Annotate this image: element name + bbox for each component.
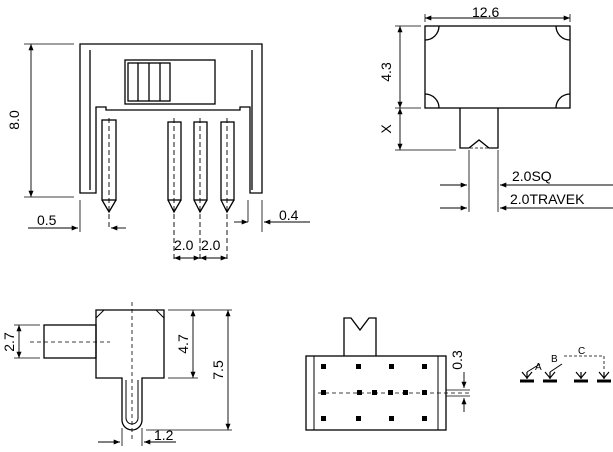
side-pitch-left-label: 2.0	[174, 237, 194, 253]
end-overall-height-label: 7.5	[210, 360, 226, 380]
side-height-label: 8.0	[6, 110, 22, 130]
side-left-offset-label: 0.5	[37, 212, 57, 228]
schematic	[520, 355, 611, 383]
end-body-height-label: 4.7	[175, 334, 191, 354]
top-body-height-label: 4.3	[378, 62, 394, 82]
side-right-offset-label: 0.4	[279, 207, 299, 223]
schematic-label-b: B	[551, 354, 558, 365]
side-pins	[101, 119, 235, 214]
top-actuator	[459, 108, 499, 149]
top-travel-label: 2.0TRAVEK	[510, 191, 585, 207]
end-body	[95, 309, 165, 431]
side-pitch-right-label: 2.0	[201, 237, 221, 253]
schematic-label-c: C	[578, 346, 585, 357]
schematic-label-a: A	[535, 362, 542, 373]
side-slider-window	[124, 59, 216, 105]
top-extension-label: X	[378, 124, 394, 134]
end-view	[14, 302, 232, 446]
side-housing	[79, 43, 263, 194]
end-actuator-height-label: 2.7	[1, 332, 17, 352]
side-view	[24, 43, 310, 262]
bottom-actuator	[343, 317, 377, 356]
top-view	[395, 14, 613, 212]
top-body	[424, 25, 571, 109]
top-width-label: 12.6	[472, 4, 499, 20]
end-pin-width-label: 1.2	[154, 427, 174, 443]
bottom-dimension-label: 0.3	[449, 350, 465, 370]
bottom-pads	[321, 364, 427, 421]
top-square-label: 2.0SQ	[512, 168, 552, 184]
bottom-view	[305, 317, 470, 431]
end-actuator	[43, 324, 97, 359]
